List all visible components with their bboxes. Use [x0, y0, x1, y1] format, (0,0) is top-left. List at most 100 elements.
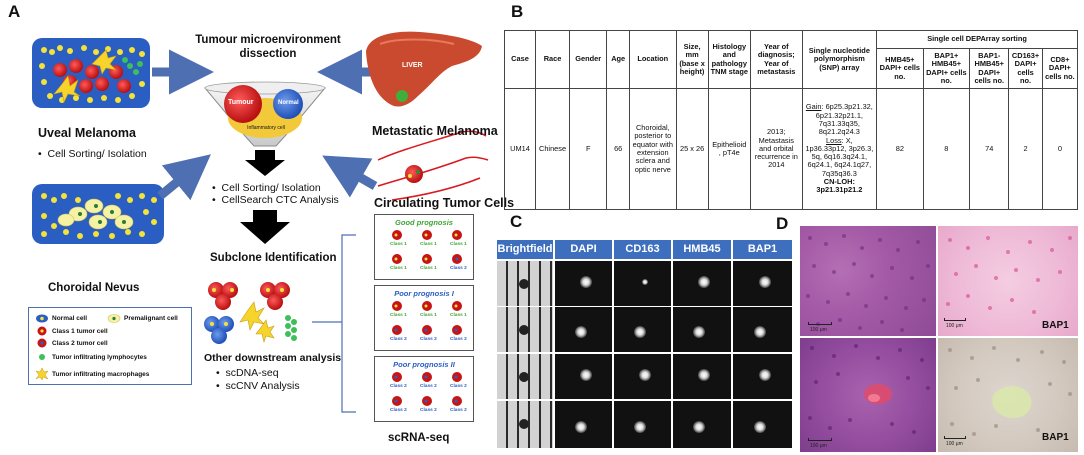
cell-sorting-center-item: • Cell Sorting/ Isolation: [212, 182, 321, 194]
panel-a-illustration: [32, 31, 489, 413]
bap1-image-row-1: [733, 261, 792, 306]
poor-prognosis-1-cells: [392, 301, 462, 335]
liver-label: LIVER: [402, 62, 423, 69]
choroidal-nevus-cluster: [32, 184, 164, 244]
funnel: [203, 81, 327, 147]
scale-text-top-left: 100 μm: [810, 327, 827, 333]
hmb45-image-row-2: [673, 307, 731, 352]
bap1-texture-top-right: [946, 236, 1072, 314]
th-size: Size, mm (base x height): [675, 30, 709, 89]
td-hmb45: 82: [876, 88, 924, 210]
subclone-identification-label: Subclone Identification: [210, 252, 337, 264]
down-arrow-1: [245, 150, 285, 176]
th-year: Year of diagnosis; Year of metastasis: [749, 30, 803, 89]
liver: [366, 31, 482, 107]
td-age: 66: [606, 88, 631, 210]
class1-tumor-cell-icon: [37, 326, 47, 336]
bap1-label-top: BAP1: [1042, 320, 1069, 331]
legend-box: Normal cell Premalignant cell Class 1 tu…: [28, 307, 192, 385]
legend-class2: Class 2 tumor cell: [35, 338, 108, 348]
th-cd8: CD8+ DAPI+ cells no.: [1041, 48, 1079, 89]
arrow-ctc-to-funnel: [322, 155, 378, 198]
td-race: Chinese: [534, 88, 571, 210]
scalebar-bottom-left: [808, 438, 832, 441]
cd163-image-row-2: [614, 307, 671, 352]
good-prognosis-box: Good prognosis Class 1 Class 1 Class 1 C…: [374, 214, 474, 280]
good-prognosis-title: Good prognosis: [395, 218, 453, 227]
th-gender: Gender: [569, 30, 608, 89]
th-bap1p: BAP1+ HMB45+ DAPI+ cells no.: [922, 48, 971, 89]
td-gender: F: [569, 88, 608, 210]
circulating-tumor-cells-label: Circulating Tumor Cells: [374, 196, 515, 210]
column-header-cd163: CD163: [614, 240, 671, 259]
bap1-stain-bottom-right: [938, 338, 1078, 452]
cellsearch-item: • CellSearch CTC Analysis: [212, 194, 339, 206]
td-case: UM14: [504, 88, 536, 210]
sccnv-item: • scCNV Analysis: [216, 380, 300, 392]
brightfield-image-row-4: [497, 401, 553, 448]
panel-label-b: B: [511, 2, 524, 21]
td-size: 25 x 26: [675, 88, 709, 210]
td-bap1n: 74: [969, 88, 1010, 210]
brightfield-image-row-1: [497, 261, 553, 306]
scale-text-bottom-right: 100 μm: [946, 441, 963, 447]
metastatic-melanoma-label: Metastatic Melanoma: [372, 124, 498, 138]
scdnaseq-item: • scDNA-seq: [216, 367, 279, 379]
dapi-image-row-4: [555, 401, 612, 448]
hmb45-image-row-3: [673, 354, 731, 399]
legend-til: Tumor infiltrating lymphocytes: [35, 353, 147, 361]
th-location: Location: [629, 30, 677, 89]
bap1-image-row-3: [733, 354, 792, 399]
poor-prognosis-1-title: Poor prognosis I: [394, 289, 454, 298]
td-cd163: 2: [1008, 88, 1043, 210]
td-location: Choroidal, posterior to equator with ext…: [629, 88, 677, 210]
scale-text-top-right: 100 μm: [946, 323, 963, 329]
uveal-melanoma-cluster: [32, 38, 150, 108]
legend-tam: Tumor infiltrating macrophages: [35, 368, 149, 380]
brightfield-image-row-2: [497, 307, 553, 352]
poor-prognosis-2-cells: [392, 372, 462, 406]
scalebar-top-right: [944, 318, 966, 321]
td-year: 2013; Metastasis and orbital recurrence …: [749, 88, 803, 210]
choroidal-nevus-label: Choroidal Nevus: [48, 282, 140, 294]
hmb45-image-row-4: [673, 401, 731, 448]
cd163-image-row-4: [614, 401, 671, 448]
scale-text-bottom-left: 100 μm: [810, 443, 827, 449]
dapi-image-row-2: [555, 307, 612, 352]
poor-prognosis-1-box: Poor prognosis I Class 1 Class 1 Class 1…: [374, 285, 474, 351]
bracket-left: [341, 234, 356, 413]
column-header-bap1: BAP1: [733, 240, 792, 259]
td-bap1p: 8: [922, 88, 971, 210]
td-cd8: 0: [1041, 88, 1079, 210]
column-header-dapi: DAPI: [555, 240, 612, 259]
good-prognosis-cells: [392, 230, 462, 264]
legend-premalignant: Premalignant cell: [107, 314, 178, 323]
subclone-cells: [204, 282, 297, 344]
circulating-tumor-cells-illustration: [377, 130, 489, 201]
he-texture-bottom-left: [808, 344, 930, 434]
arrow-nevus-to-funnel: [157, 154, 211, 201]
bap1-stain-top-right: [938, 226, 1078, 336]
td-snp: Gain: 6p25.3p21.32, 6p21.32p21.1, 7q31.3…: [801, 88, 878, 210]
th-histology: Histology and pathology TNM stage: [707, 30, 751, 89]
scalebar-top-left: [808, 322, 832, 325]
column-header-hmb45: HMB45: [673, 240, 731, 259]
bap1-texture-bottom-right: [948, 346, 1072, 436]
premalignant-cell-icon: [107, 314, 121, 323]
bap1-label-bottom: BAP1: [1042, 432, 1069, 443]
class2-tumor-cell-icon: [37, 338, 47, 348]
uveal-melanoma-label: Uveal Melanoma: [38, 126, 136, 140]
bap1-image-row-4: [733, 401, 792, 448]
cell-sorting-left-item: • Cell Sorting/ Isolation: [38, 148, 147, 160]
scrnaseq-label: scRNA-seq: [388, 432, 450, 444]
histology-he-top-left: [800, 226, 936, 336]
dapi-image-row-1: [555, 261, 612, 306]
bap1-image-row-2: [733, 307, 792, 352]
legend-class1: Class 1 tumor cell: [35, 326, 108, 336]
th-bap1n: BAP1- HMB45+ DAPI+ cells no.: [969, 48, 1010, 89]
he-texture-top-left: [806, 234, 930, 332]
panel-label-c: C: [510, 212, 523, 231]
down-arrow-2: [240, 210, 290, 244]
funnel-normal-label: Normal: [278, 100, 299, 106]
th-snp: Single nucleotide polymorphism (SNP) arr…: [801, 30, 878, 89]
